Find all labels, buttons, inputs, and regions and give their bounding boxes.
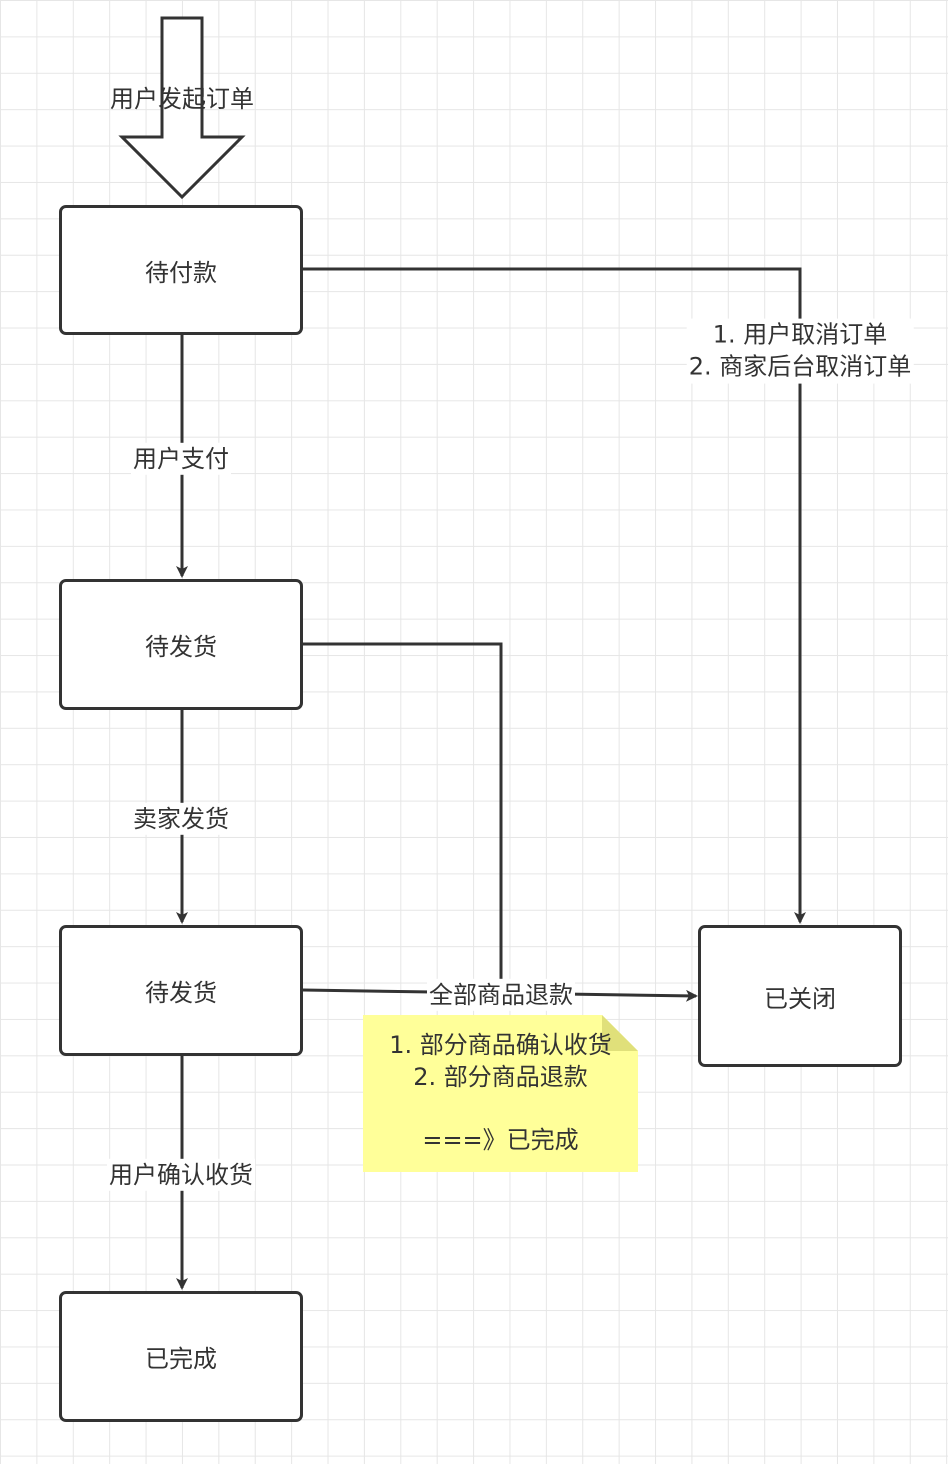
node-pending-shipment-1[interactable]: 待发货 [59, 579, 303, 710]
node-pending-payment-label: 待付款 [145, 258, 217, 287]
note-line-2: 2. 部分商品退款 [413, 1063, 588, 1092]
edge-label-cancel-line-1: 1. 用户取消订单 [712, 320, 888, 349]
node-pending-shipment-2-label: 待发货 [145, 979, 217, 1007]
edge-label-user-confirm-receipt: 用户确认收货 [107, 1158, 255, 1192]
edge-label-cancel-line-2: 2. 商家后台取消订单 [688, 353, 912, 381]
edge-label-cancel: 1. 用户取消订单 2. 商家后台取消订单 [686, 318, 914, 384]
node-completed-label: 已完成 [145, 1345, 217, 1373]
note-text: 1. 部分商品确认收货 2. 部分商品退款 ===》已完成 [363, 1015, 638, 1172]
edge-label-seller-ship: 卖家发货 [131, 802, 231, 836]
node-closed-label: 已关闭 [764, 984, 836, 1013]
edge-refund-from-shipment-1 [303, 642, 503, 996]
note-line-3: ===》已完成 [422, 1125, 579, 1154]
node-pending-shipment-1-label: 待发货 [145, 633, 217, 661]
start-label: 用户发起订单 [110, 84, 254, 113]
note: 1. 部分商品确认收货 2. 部分商品退款 ===》已完成 [363, 1015, 638, 1172]
note-line-1: 1. 部分商品确认收货 [389, 1031, 612, 1059]
note-shape [363, 1015, 638, 1172]
node-pending-payment[interactable]: 待付款 [59, 205, 303, 335]
edge-cancel [303, 267, 806, 924]
start-arrow [118, 16, 246, 200]
node-pending-shipment-2[interactable]: 待发货 [59, 925, 303, 1056]
node-completed[interactable]: 已完成 [59, 1291, 303, 1422]
note-fold [602, 1015, 638, 1051]
edge-label-full-refund: 全部商品退款 [427, 978, 575, 1012]
edge-label-user-pay: 用户支付 [131, 442, 231, 476]
node-closed[interactable]: 已关闭 [698, 925, 902, 1067]
